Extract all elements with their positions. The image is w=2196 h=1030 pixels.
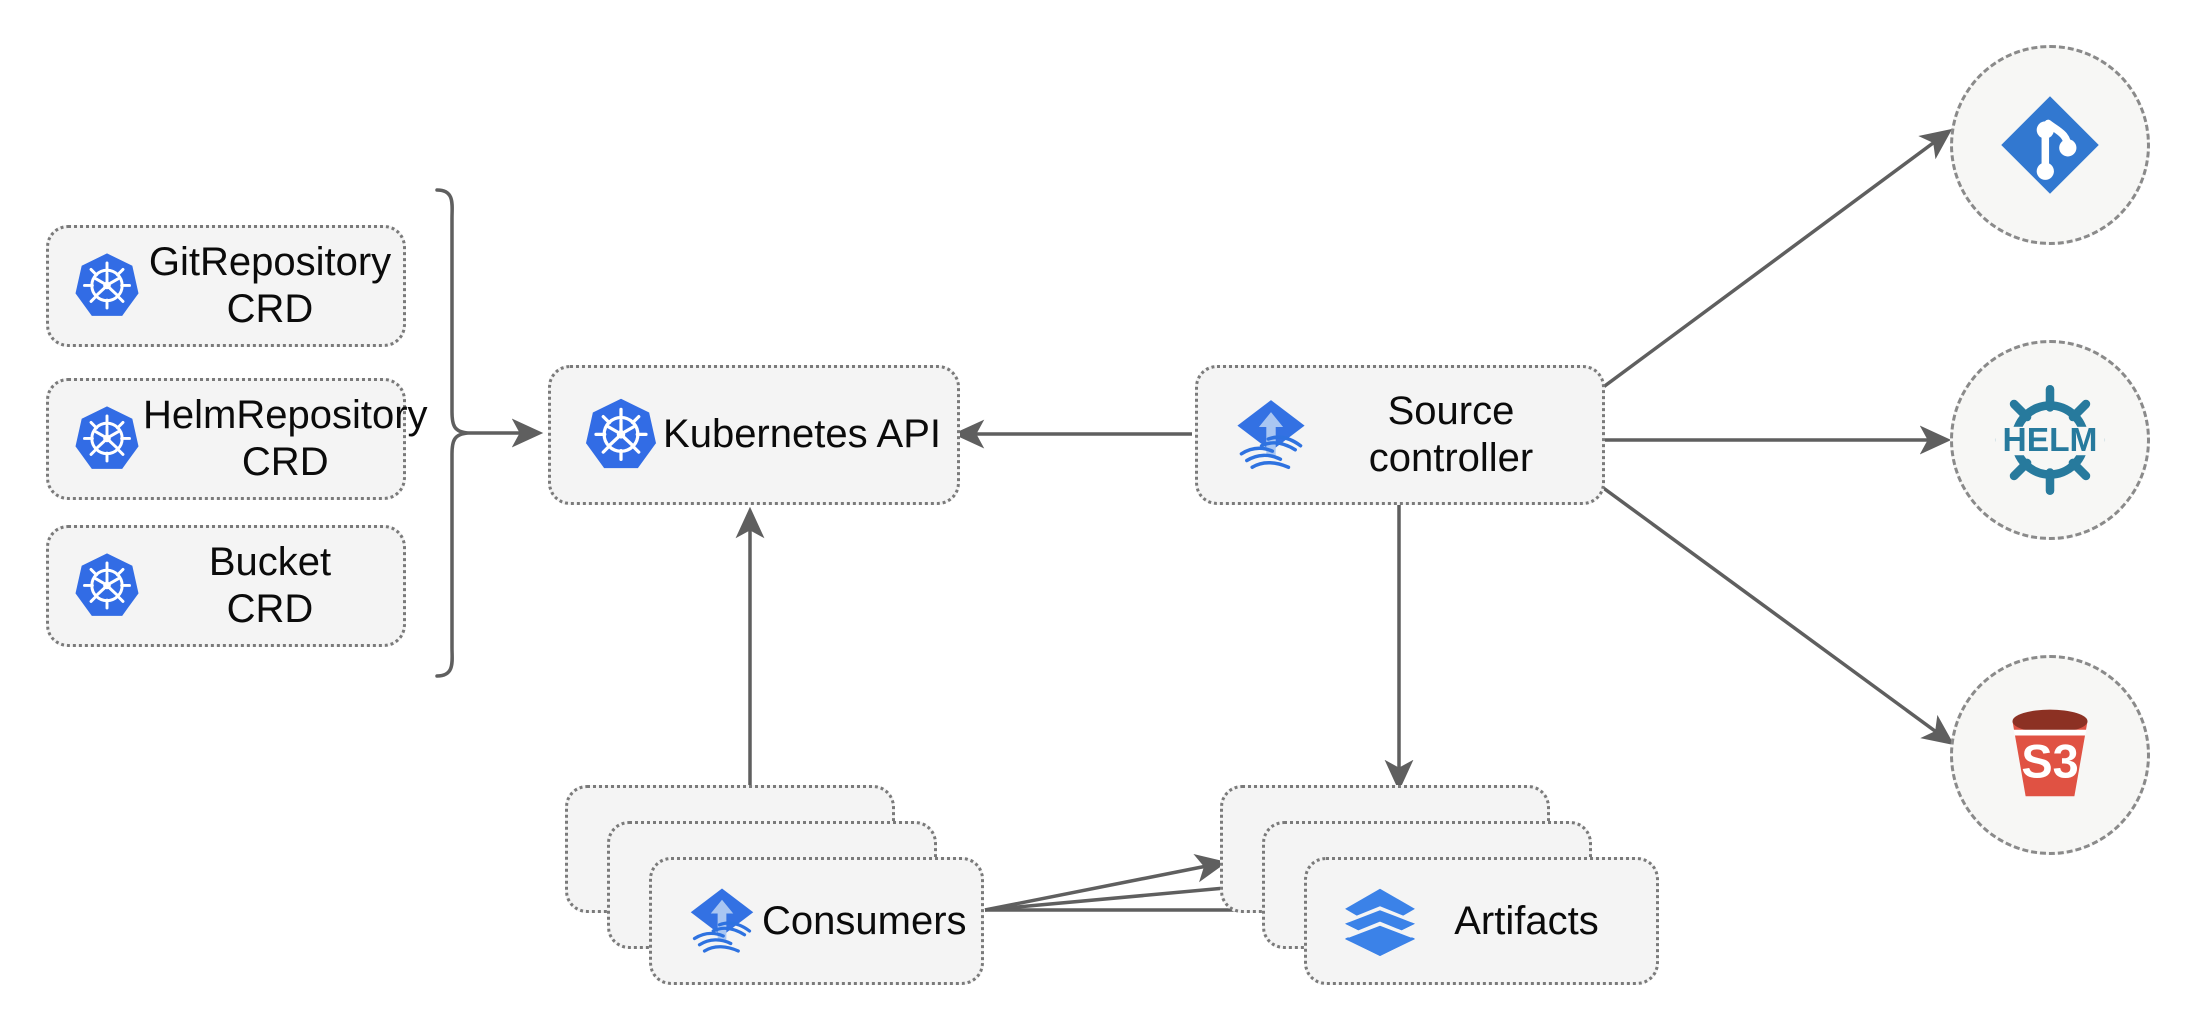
kubernetes-api-node[interactable]: Kubernetes API xyxy=(548,365,960,505)
source-controller-node[interactable]: Source controller xyxy=(1195,365,1605,505)
flux-icon xyxy=(690,888,754,953)
kubernetes-api-label: Kubernetes API xyxy=(663,412,941,457)
edge-consumers-to-artifacts-1 xyxy=(984,853,1228,912)
artifacts-label: Artifacts xyxy=(1454,898,1599,943)
kubernetes-icon xyxy=(75,406,139,469)
kubernetes-icon xyxy=(586,398,656,469)
kubernetes-icon xyxy=(75,553,139,616)
crd-label: GitRepository CRD xyxy=(148,239,392,331)
consumers-group[interactable]: Consumers xyxy=(565,785,985,985)
crd-box-bucket[interactable]: Bucket CRD xyxy=(46,525,406,647)
helm-icon: HELM xyxy=(1994,384,2106,496)
flux-icon xyxy=(1237,400,1305,469)
crd-box-helmrepository[interactable]: HelmRepository CRD xyxy=(46,378,428,500)
crd-label: HelmRepository CRD xyxy=(143,392,428,484)
layers-icon xyxy=(1345,888,1415,956)
s3-bucket-icon: S3 xyxy=(2012,709,2088,797)
consumers-label: Consumers xyxy=(762,898,967,943)
consumers-card-front[interactable]: Consumers xyxy=(649,857,984,985)
crd-label: Bucket CRD xyxy=(208,539,332,631)
s3-wordmark: S3 xyxy=(2021,736,2078,788)
source-controller-label: Source controller xyxy=(1368,388,1534,480)
helm-target-circle[interactable]: HELM xyxy=(1950,340,2150,540)
git-icon xyxy=(2001,96,2099,194)
crd-box-gitrepository[interactable]: GitRepository CRD xyxy=(46,225,406,347)
s3-target-circle[interactable]: S3 xyxy=(1950,655,2150,855)
crd-group-bracket xyxy=(435,188,469,678)
artifacts-group[interactable]: Artifacts xyxy=(1220,785,1659,985)
helm-wordmark: HELM xyxy=(2003,422,2098,459)
artifacts-card-front[interactable]: Artifacts xyxy=(1304,857,1659,985)
kubernetes-icon xyxy=(75,253,139,316)
edge-consumers-to-artifacts-2 xyxy=(984,873,1264,912)
git-target-circle[interactable] xyxy=(1950,45,2150,245)
edge-source-to-git xyxy=(1600,128,1953,390)
edge-source-to-s3 xyxy=(1600,485,1955,746)
